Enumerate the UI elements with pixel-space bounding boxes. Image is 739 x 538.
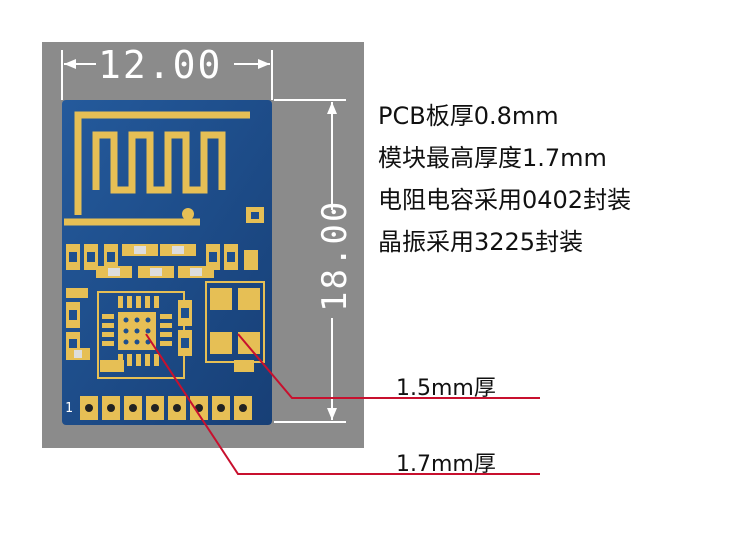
callout-line-crystal (237, 333, 540, 399)
callout-crystal-thickness: 1.5mm厚 (396, 376, 496, 401)
height-label: 18.00 (315, 200, 355, 312)
height-dimension (274, 99, 346, 423)
spec-resistor-capacitor-package: 电阻电容采用0402封装 (378, 186, 632, 214)
spec-module-height: 模块最高厚度1.7mm (378, 144, 607, 172)
via-pad (182, 208, 194, 220)
spec-crystal-package: 晶振采用3225封装 (378, 228, 584, 256)
pcb-antenna-icon (64, 111, 250, 226)
component-column-left (66, 288, 90, 360)
main-chip (97, 291, 192, 379)
pin-1-marker: 1 (65, 401, 73, 416)
pin-header (80, 396, 252, 420)
callout-line-chip (145, 333, 540, 475)
spec-pcb-thickness: PCB板厚0.8mm (378, 102, 559, 130)
width-label: 12.00 (98, 43, 222, 87)
crystal (205, 281, 265, 372)
component-row-top (66, 244, 258, 278)
width-dimension (61, 50, 273, 100)
callout-chip-thickness: 1.7mm厚 (396, 452, 496, 477)
